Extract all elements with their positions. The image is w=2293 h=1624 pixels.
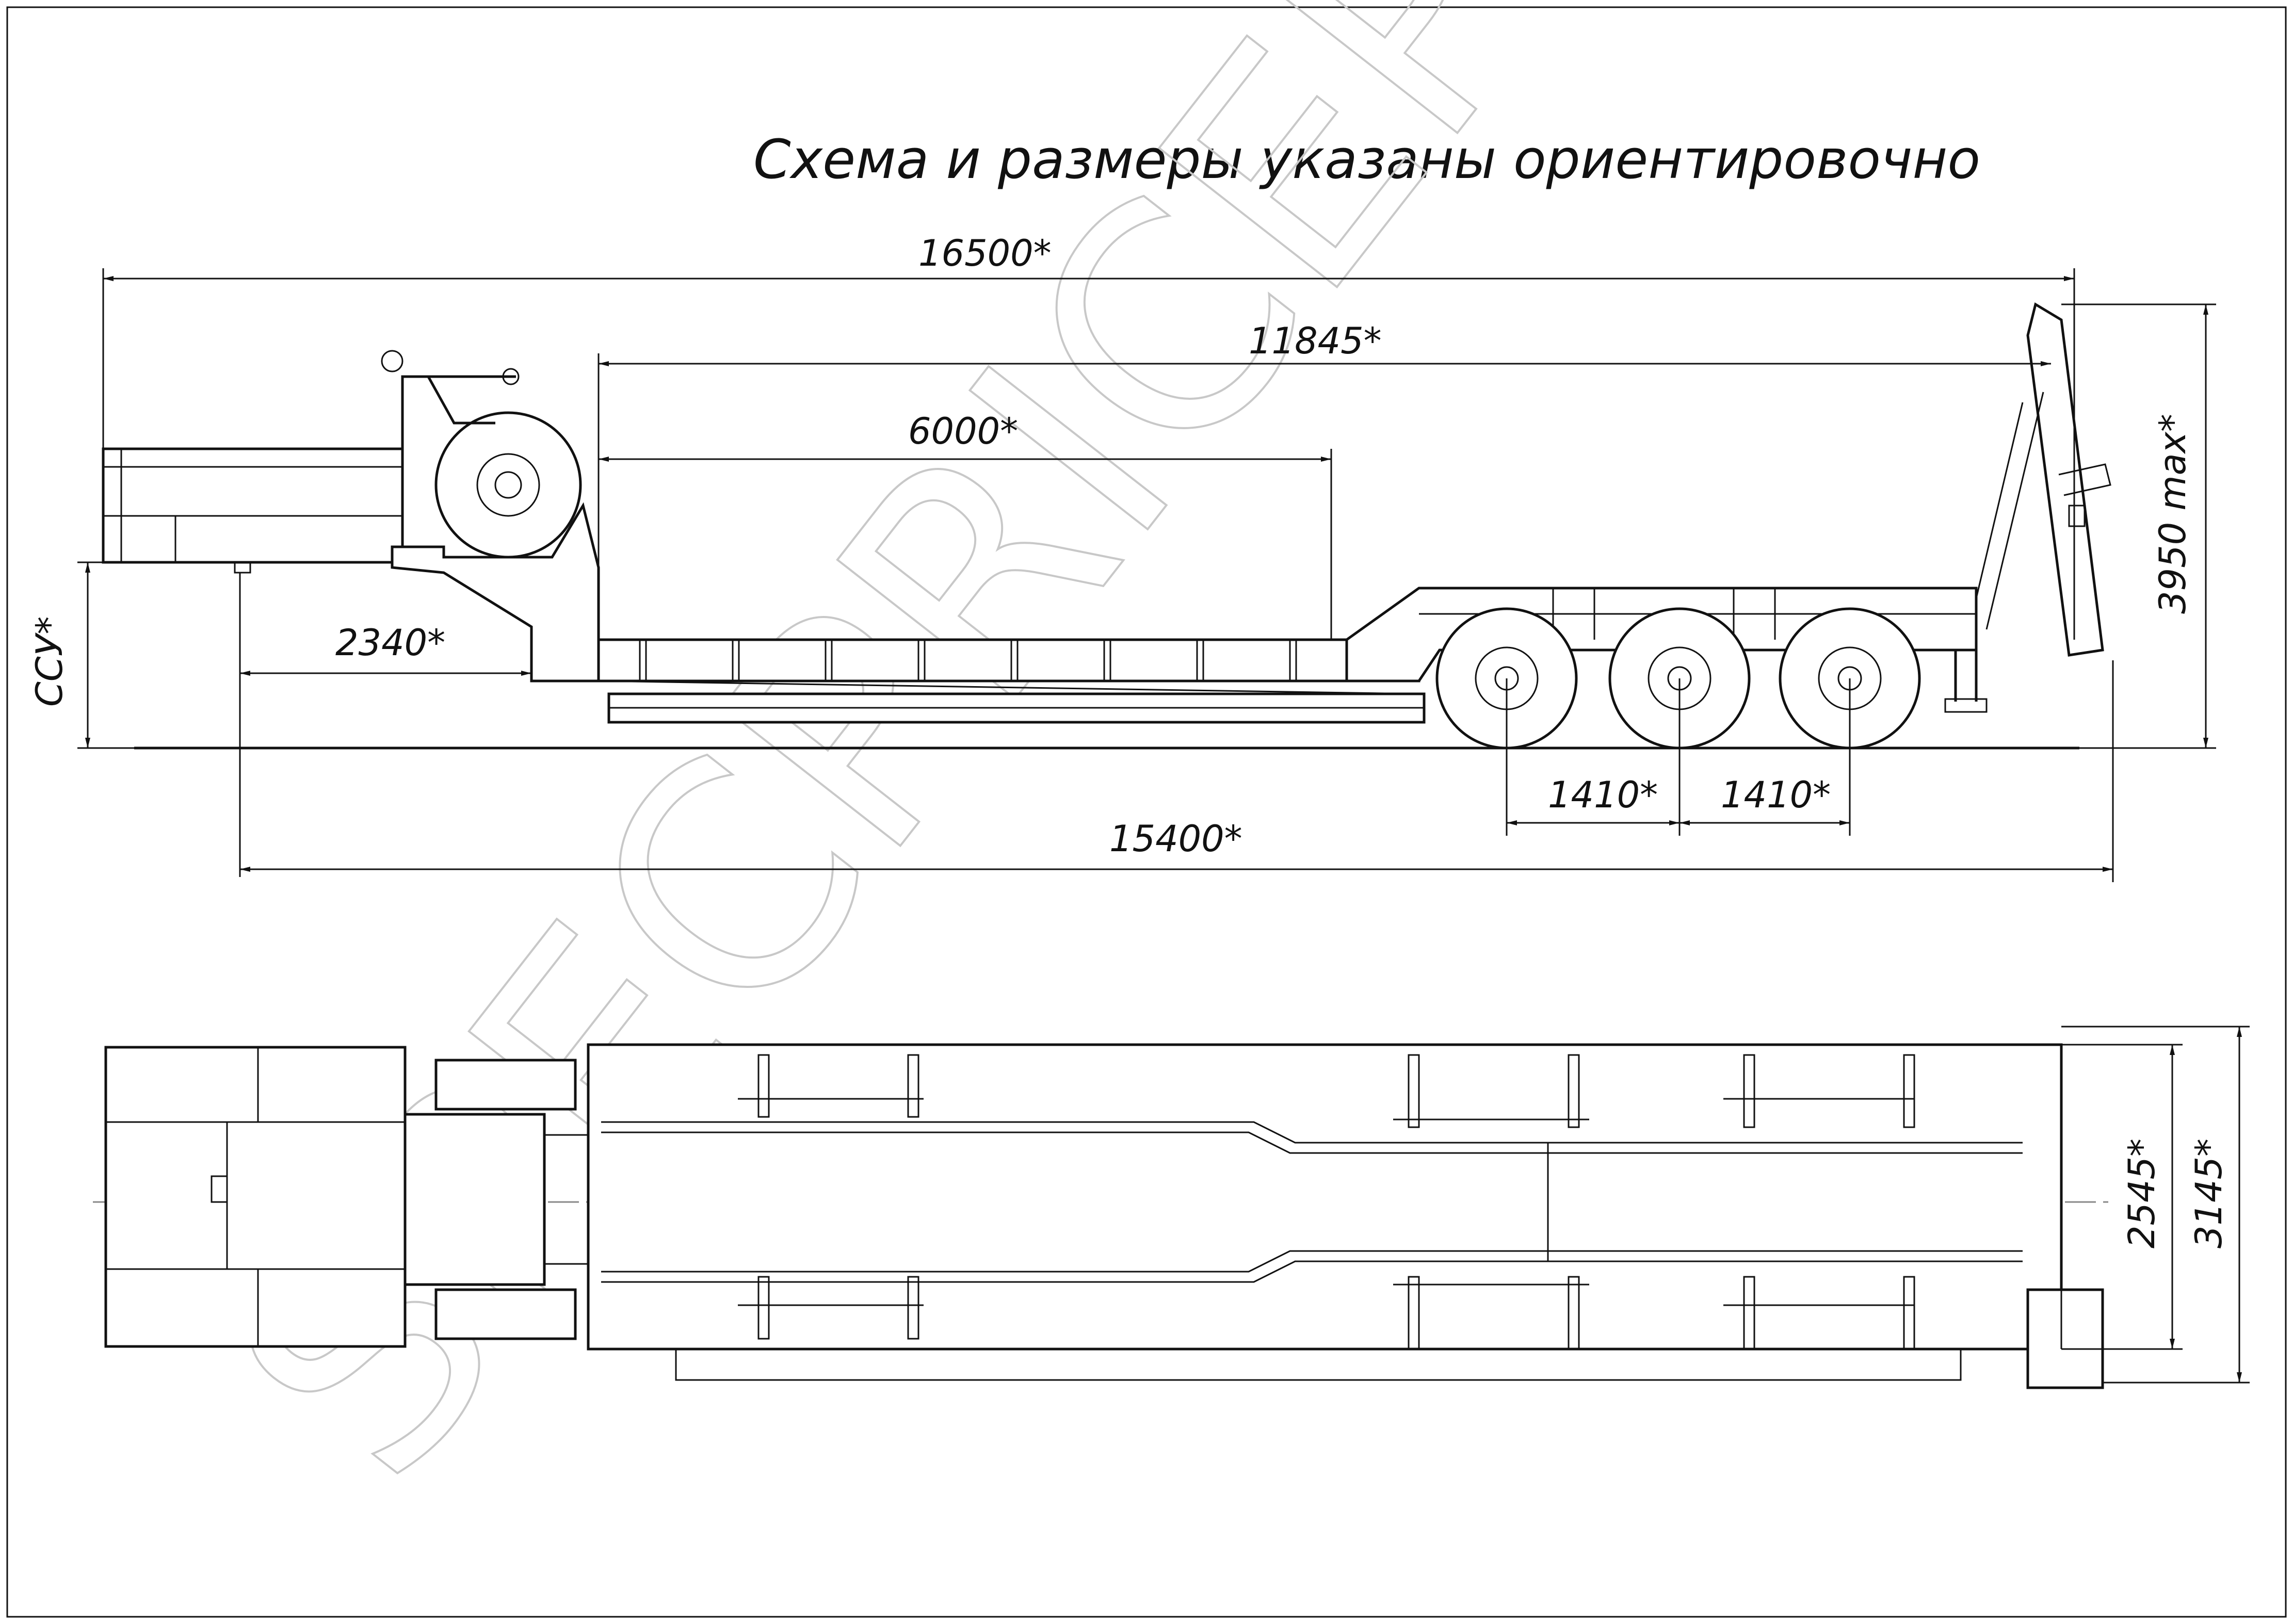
dim-inner-width: 2545*: [2121, 1139, 2163, 1248]
side-view: 16500* 11845* 6000* 2340* ССУ* 3950 max*…: [28, 232, 2216, 882]
deck-top: [587, 1043, 2063, 1351]
gooseneck-platform: [102, 447, 404, 564]
dim-deck-length: 11845*: [1249, 320, 1382, 362]
dim-outer-width: 3145*: [2188, 1139, 2230, 1248]
top-view: 2545* 3145*: [93, 1026, 2250, 1389]
rear-ramp: [2026, 302, 2104, 657]
spare-wheel: [434, 411, 582, 559]
dim-overall-length: 16500*: [918, 232, 1052, 274]
dim-kingpin-offset: 2340*: [335, 622, 445, 664]
gooseneck-top: [104, 1046, 407, 1348]
dim-base-length: 15400*: [1109, 818, 1242, 860]
dim-lower-deck: 6000*: [908, 410, 1018, 452]
rear-ramp-top: [2026, 1288, 2104, 1389]
winch-wheel-icon: [381, 350, 403, 372]
drawing-title: Схема и размеры указаны ориентировочно: [753, 128, 1980, 191]
dim-axle-spacing-2: 1410*: [1721, 774, 1831, 816]
dim-axle-spacing-1: 1410*: [1548, 774, 1658, 816]
dim-fifth-wheel-height: ССУ*: [28, 616, 71, 707]
dim-height-max: 3950 max*: [2152, 414, 2194, 614]
spare-wheel-top-1: [434, 1059, 577, 1111]
sheet-frame: [6, 6, 2287, 1618]
spare-wheel-top-2: [434, 1288, 577, 1340]
main-deck: [597, 638, 1420, 683]
